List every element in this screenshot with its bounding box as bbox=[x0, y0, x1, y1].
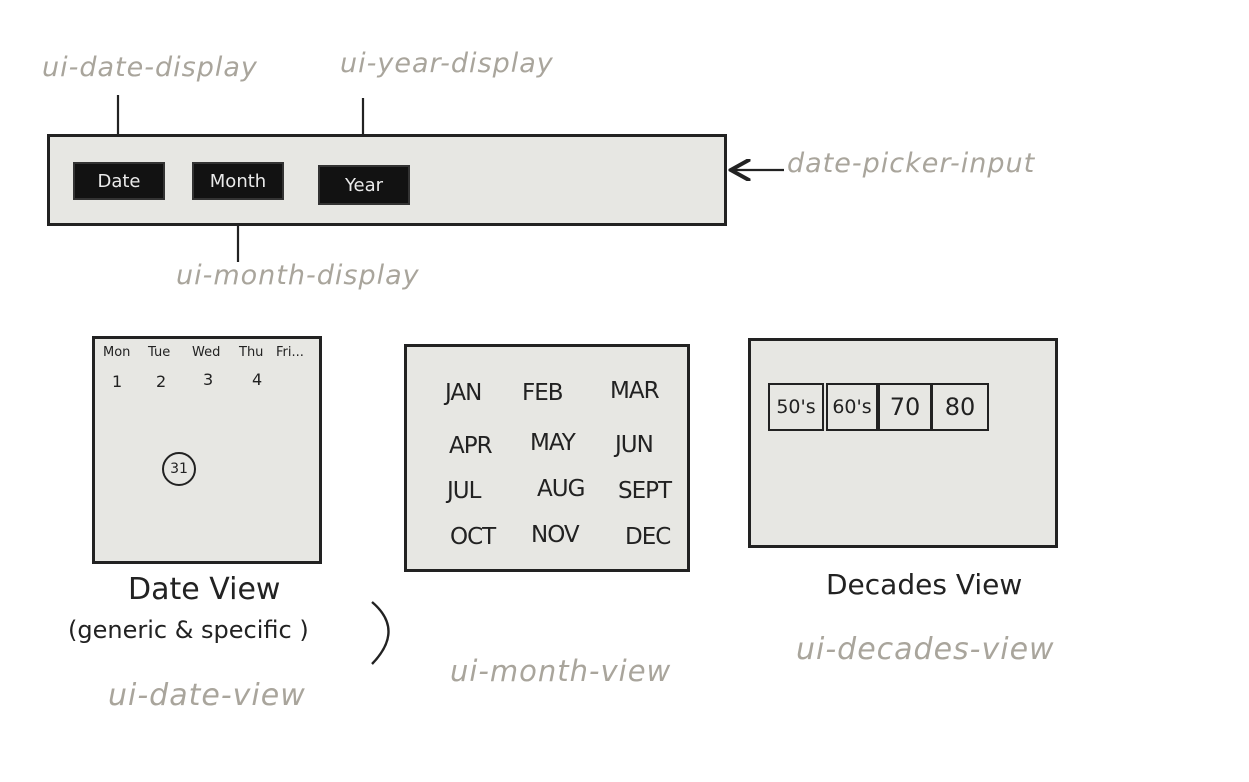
month-view-panel bbox=[404, 344, 690, 572]
label-ui-decades-view: ui-decades-view bbox=[796, 632, 1055, 667]
date-view-panel bbox=[92, 336, 322, 564]
weekday-wed: Wed bbox=[192, 345, 221, 360]
weekday-mon: Mon bbox=[103, 345, 131, 360]
month-display-button[interactable]: Month bbox=[192, 162, 284, 200]
caption-decades-view: Decades View bbox=[826, 568, 1023, 601]
weekday-tue: Tue bbox=[148, 345, 171, 360]
label-ui-date-display: ui-date-display bbox=[42, 52, 258, 83]
day-1[interactable]: 1 bbox=[112, 372, 123, 391]
label-ui-year-display: ui-year-display bbox=[340, 48, 554, 79]
decades-view-panel bbox=[748, 338, 1058, 548]
weekday-thu: Thu bbox=[239, 345, 264, 360]
decade-70[interactable]: 70 bbox=[878, 383, 932, 431]
decade-50s[interactable]: 50's bbox=[768, 383, 824, 431]
weekday-fri: Fri... bbox=[276, 345, 304, 360]
label-ui-month-display: ui-month-display bbox=[176, 260, 420, 291]
caption-date-view: Date View bbox=[128, 572, 281, 607]
month-apr[interactable]: APR bbox=[449, 433, 493, 459]
label-ui-month-view: ui-month-view bbox=[450, 654, 672, 688]
caption-bracket bbox=[371, 601, 390, 665]
day-3[interactable]: 3 bbox=[203, 370, 214, 389]
month-mar[interactable]: MAR bbox=[610, 378, 660, 404]
month-aug[interactable]: AUG bbox=[537, 476, 585, 502]
year-display-button[interactable]: Year bbox=[318, 165, 410, 205]
month-jan[interactable]: JAN bbox=[445, 380, 482, 406]
month-nov[interactable]: NOV bbox=[531, 522, 580, 548]
label-ui-date-view: ui-date-view bbox=[108, 678, 306, 713]
decade-60s[interactable]: 60's bbox=[826, 383, 878, 431]
month-oct[interactable]: OCT bbox=[450, 524, 496, 550]
selected-day-31[interactable]: 31 bbox=[162, 452, 196, 486]
decade-80[interactable]: 80 bbox=[931, 383, 989, 431]
month-dec[interactable]: DEC bbox=[625, 524, 671, 550]
date-display-button[interactable]: Date bbox=[73, 162, 165, 200]
month-jul[interactable]: JUL bbox=[447, 478, 481, 504]
month-sept[interactable]: SEPT bbox=[618, 478, 672, 504]
month-jun[interactable]: JUN bbox=[615, 432, 654, 458]
caption-date-view-sub: (generic & specific ) bbox=[68, 616, 309, 644]
month-feb[interactable]: FEB bbox=[522, 380, 564, 406]
day-2[interactable]: 2 bbox=[156, 372, 167, 391]
month-may[interactable]: MAY bbox=[530, 430, 576, 456]
label-date-picker-input: date-picker-input bbox=[787, 148, 1036, 179]
day-4[interactable]: 4 bbox=[252, 370, 263, 389]
